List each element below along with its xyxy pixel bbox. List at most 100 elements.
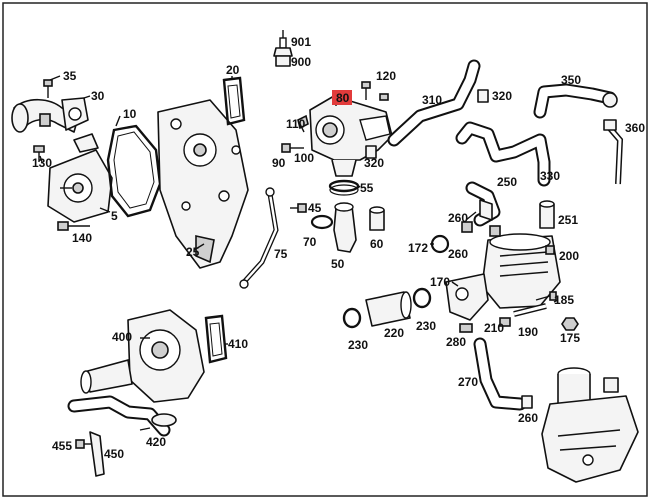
label-360[interactable]: 360 (625, 121, 645, 135)
label-270[interactable]: 270 (458, 375, 478, 389)
label-35[interactable]: 35 (63, 69, 77, 83)
label-20[interactable]: 20 (226, 63, 240, 77)
label-260-lower[interactable]: 260 (518, 411, 538, 425)
nut-175[interactable] (561, 317, 579, 331)
label-251[interactable]: 251 (558, 213, 578, 227)
label-230-left[interactable]: 230 (348, 338, 368, 352)
label-45[interactable]: 45 (308, 201, 322, 215)
gasket-410[interactable] (204, 314, 228, 364)
thermostat-housing[interactable] (309, 95, 393, 177)
bolt-455[interactable] (75, 439, 92, 449)
bolt-120[interactable] (361, 81, 389, 101)
label-250[interactable]: 250 (497, 175, 517, 189)
leader-lines (39, 75, 559, 431)
label-50[interactable]: 50 (331, 257, 345, 271)
label-280[interactable]: 280 (446, 335, 466, 349)
bolt-35[interactable] (43, 79, 53, 98)
pipe-360[interactable] (603, 119, 624, 185)
oil-filter-housing[interactable] (541, 367, 639, 483)
label-75[interactable]: 75 (274, 247, 288, 261)
pipe-50[interactable] (333, 202, 357, 253)
label-60[interactable]: 60 (370, 237, 384, 251)
label-190[interactable]: 190 (518, 325, 538, 339)
bolt-185[interactable] (535, 291, 557, 301)
label-230-right[interactable]: 230 (416, 319, 436, 333)
bolt-130[interactable] (33, 145, 45, 162)
water-pump[interactable] (47, 133, 113, 223)
label-25[interactable]: 25 (186, 245, 200, 259)
pipe-420[interactable] (67, 395, 177, 437)
label-172[interactable]: 172 (408, 241, 428, 255)
label-90[interactable]: 90 (272, 156, 286, 170)
temperature-sensor[interactable] (273, 30, 293, 67)
label-30[interactable]: 30 (91, 89, 105, 103)
clamp-172[interactable] (430, 234, 450, 254)
label-420[interactable]: 420 (146, 435, 166, 449)
label-330[interactable]: 330 (540, 169, 560, 183)
timing-cover[interactable] (157, 99, 249, 269)
label-55[interactable]: 55 (360, 181, 374, 195)
label-450[interactable]: 450 (104, 447, 124, 461)
label-130[interactable]: 130 (32, 156, 52, 170)
bolt-90[interactable] (281, 143, 304, 153)
label-5[interactable]: 5 (111, 209, 118, 223)
sleeve-60[interactable] (369, 206, 385, 231)
label-80[interactable]: 80 (336, 91, 350, 105)
label-170[interactable]: 170 (430, 275, 450, 289)
sleeve-220[interactable] (365, 291, 412, 327)
bracket-450[interactable] (89, 431, 105, 477)
hose-350[interactable] (533, 83, 618, 119)
highlight-box-80 (332, 90, 352, 105)
bolt-140[interactable] (57, 221, 90, 231)
hose-330[interactable] (455, 121, 551, 187)
pipe-190[interactable] (513, 303, 547, 317)
label-100[interactable]: 100 (294, 151, 314, 165)
label-455[interactable]: 455 (52, 439, 72, 453)
label-10[interactable]: 10 (123, 107, 137, 121)
bolt-45[interactable] (290, 203, 307, 213)
seal-ring-55[interactable] (328, 179, 360, 196)
flange-gasket-30[interactable] (61, 97, 89, 131)
sleeve-251[interactable] (539, 200, 555, 229)
label-260-mid[interactable]: 260 (448, 247, 468, 261)
bracket-260-upper[interactable] (461, 199, 493, 233)
label-110[interactable]: 110 (286, 117, 306, 131)
outlet-pipe[interactable] (11, 98, 79, 133)
bolt-210[interactable] (499, 317, 511, 327)
hose-310[interactable] (387, 59, 481, 147)
gasket-20[interactable] (222, 76, 246, 126)
label-320-lower[interactable]: 320 (364, 156, 384, 170)
label-400[interactable]: 400 (112, 330, 132, 344)
clamp-70[interactable] (310, 214, 334, 230)
label-220[interactable]: 220 (384, 326, 404, 340)
water-pump-400[interactable] (80, 309, 205, 403)
label-210[interactable]: 210 (484, 321, 504, 335)
label-140[interactable]: 140 (72, 231, 92, 245)
gasket-10[interactable] (106, 124, 162, 218)
coolant-pipe-75[interactable] (239, 187, 279, 289)
label-260-upper[interactable]: 260 (448, 211, 468, 225)
label-70[interactable]: 70 (303, 235, 317, 249)
clip-260-lower[interactable] (521, 395, 533, 409)
label-120[interactable]: 120 (376, 69, 396, 83)
clamp-230-right[interactable] (412, 287, 432, 309)
clamp-320-upper[interactable] (477, 89, 489, 103)
label-901[interactable]: 901 (291, 35, 311, 49)
label-410[interactable]: 410 (228, 337, 248, 351)
clamp-230-left[interactable] (342, 307, 362, 329)
clamp-320-lower[interactable] (365, 145, 377, 159)
label-175[interactable]: 175 (560, 331, 580, 345)
label-320-upper[interactable]: 320 (492, 89, 512, 103)
label-900[interactable]: 900 (291, 55, 311, 69)
bolt-200[interactable] (545, 245, 555, 255)
label-200[interactable]: 200 (559, 249, 579, 263)
bracket-260-mid[interactable] (489, 225, 501, 237)
label-310[interactable]: 310 (422, 93, 442, 107)
bracket-280[interactable] (459, 323, 473, 333)
label-350[interactable]: 350 (561, 73, 581, 87)
label-185[interactable]: 185 (554, 293, 574, 307)
hose-270[interactable] (473, 337, 527, 411)
